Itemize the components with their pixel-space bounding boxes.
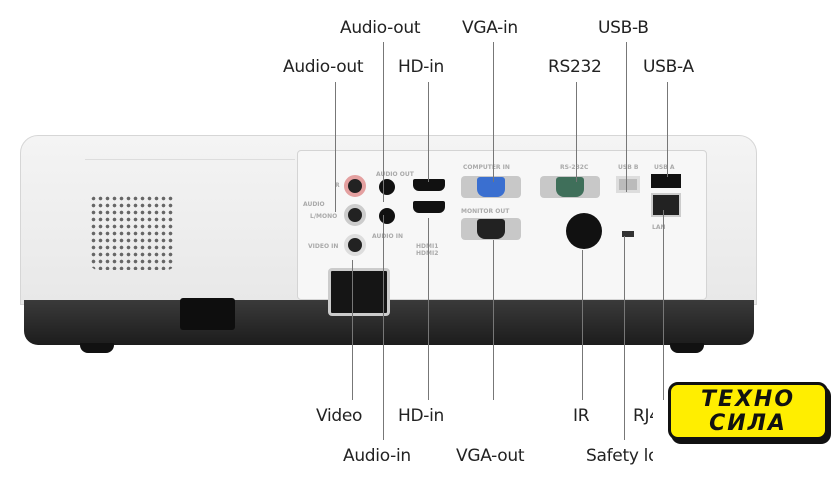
leader-line: [428, 218, 429, 400]
leader-line: [667, 82, 668, 177]
leader-line: [626, 42, 627, 192]
usb-a-port: [651, 174, 681, 188]
hdmi2-port: [413, 201, 445, 213]
cover-seam: [85, 140, 295, 160]
leader-line: [493, 240, 494, 400]
usb-b-port: [616, 176, 640, 193]
panel-label: MONITOR OUT: [461, 208, 510, 215]
projector-foot: [80, 343, 114, 353]
leader-line: [352, 260, 353, 400]
panel-label: AUDIO OUT: [376, 171, 414, 178]
vga-in-port: [461, 176, 521, 198]
safety-lock-slot: [622, 231, 634, 237]
callout-ir: IR: [573, 406, 590, 426]
callout-hd-in-bottom: HD-in: [398, 406, 445, 426]
callout-vga-in: VGA-in: [462, 18, 518, 38]
callout-hd-in-top: HD-in: [398, 57, 445, 77]
panel-label: AUDIO IN: [372, 233, 403, 240]
audio-out-jack: [379, 179, 395, 195]
callout-usb-b: USB-B: [598, 18, 649, 38]
leader-line: [335, 82, 336, 212]
audio-in-jack: [379, 208, 395, 224]
panel-label: COMPUTER IN: [463, 164, 510, 171]
logo-line2: СИЛА: [709, 411, 787, 436]
panel-label: R: [335, 182, 340, 189]
callout-video: Video: [316, 406, 363, 426]
tekhnosila-logo: ТЕХНО СИЛА: [668, 382, 828, 440]
callout-audio-out-top: Audio-out: [340, 18, 421, 38]
audio-l-port: [344, 204, 366, 226]
panel-label: USB B: [618, 164, 639, 171]
panel-label: AUDIO: [303, 201, 325, 208]
panel-label: L/MONO: [310, 213, 338, 220]
leader-line: [493, 42, 494, 182]
callout-audio-out-left: Audio-out: [283, 57, 364, 77]
leader-line: [576, 82, 577, 182]
lan-port: [651, 193, 681, 217]
callout-usb-a: USB-A: [643, 57, 694, 77]
power-inlet: [328, 268, 390, 316]
logo-line1: ТЕХНО: [700, 387, 796, 412]
leader-line: [383, 215, 384, 440]
leader-line: [428, 82, 429, 182]
leader-line: [383, 42, 384, 202]
hdmi1-port: [413, 179, 445, 191]
leader-line: [663, 210, 664, 400]
panel-label: VIDEO IN: [308, 243, 339, 250]
callout-safety-lock: Safety lock: [586, 446, 653, 466]
panel-label: RS-232C: [560, 164, 589, 171]
leader-line: [624, 236, 625, 440]
vga-out-port: [461, 218, 521, 240]
speaker-grille: [90, 195, 175, 270]
projector-foot: [670, 343, 704, 353]
video-in-port: [344, 234, 366, 256]
ir-sensor: [566, 213, 602, 249]
vent: [180, 298, 235, 330]
callout-vga-out: VGA-out: [456, 446, 525, 466]
panel-label: USB A: [654, 164, 675, 171]
leader-line: [582, 250, 583, 400]
callout-rj45: RJ45: [633, 406, 653, 426]
callout-audio-in: Audio-in: [343, 446, 411, 466]
rs232-port: [540, 176, 600, 198]
io-panel: AUDIO OUT R AUDIO L/MONO VIDEO IN AUDIO …: [297, 150, 707, 300]
panel-label: HDMI1 HDMI2: [416, 243, 438, 257]
audio-r-port: [344, 175, 366, 197]
callout-rs232: RS232: [548, 57, 602, 77]
panel-label: LAN: [652, 224, 666, 231]
